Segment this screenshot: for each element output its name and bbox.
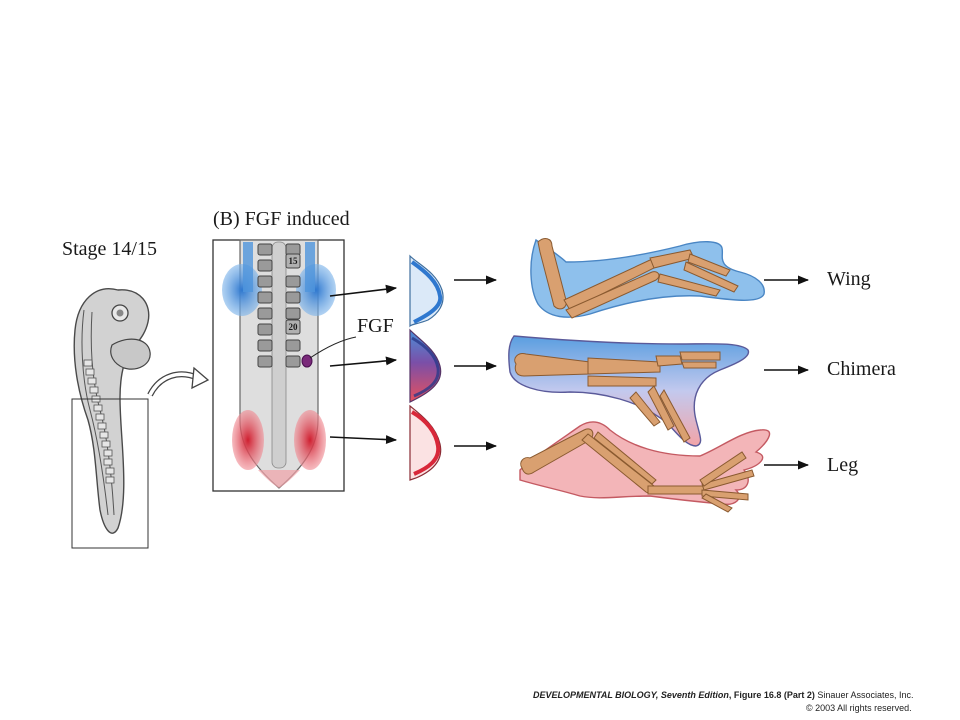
leg-limb: [519, 421, 771, 513]
stage-label: Stage 14/15: [62, 238, 157, 260]
credit-book: DEVELOPMENTAL BIOLOGY,: [533, 690, 661, 700]
wing-bones: [537, 238, 739, 319]
outcome-arrows: [764, 275, 810, 470]
embryo-body: [73, 288, 150, 534]
fgf-pointer-line: [309, 336, 357, 359]
credit-figure: , Figure 16.8 (Part 2): [728, 690, 815, 700]
somites-right: [285, 243, 301, 368]
embryo-illustration: [71, 288, 210, 549]
bud-to-limb-arrows: [454, 275, 498, 451]
limb-buds: [409, 254, 444, 481]
credit-publisher: Sinauer Associates, Inc.: [817, 690, 914, 700]
chimera-limb: [508, 335, 750, 447]
somites-left: [257, 243, 273, 368]
chimera-label: Chimera: [827, 358, 896, 380]
leg-bones: [520, 428, 755, 513]
fgf-label: FGF: [357, 315, 394, 337]
copyright-notice: © 2003 All rights reserved.: [806, 703, 912, 713]
leg-label: Leg: [827, 454, 859, 476]
chimera-bones: [514, 351, 721, 443]
leg-field-red: [232, 410, 264, 470]
wing-limb: [530, 238, 765, 319]
embryo-zoom-box: [71, 398, 149, 549]
panel-to-bud-arrows: [329, 284, 398, 445]
credit-edition: Seventh Edition: [660, 690, 729, 700]
arrow-to-wing-bud: [329, 284, 398, 297]
panel-b-title: (B) FGF induced: [213, 208, 350, 230]
somite-15-label: 15: [288, 256, 298, 266]
figure-credit: DEVELOPMENTAL BIOLOGY, Seventh Edition, …: [533, 690, 913, 700]
wing-label: Wing: [827, 268, 871, 290]
arrow-to-chimera-bud: [329, 356, 398, 367]
panel-b-illustration: [212, 239, 357, 492]
arrow-to-leg-bud: [329, 435, 398, 445]
embryo-heart: [110, 338, 151, 370]
wing-field-blue: [222, 264, 262, 316]
fgf-bead: [301, 354, 313, 368]
somite-20-label: 20: [288, 322, 298, 332]
